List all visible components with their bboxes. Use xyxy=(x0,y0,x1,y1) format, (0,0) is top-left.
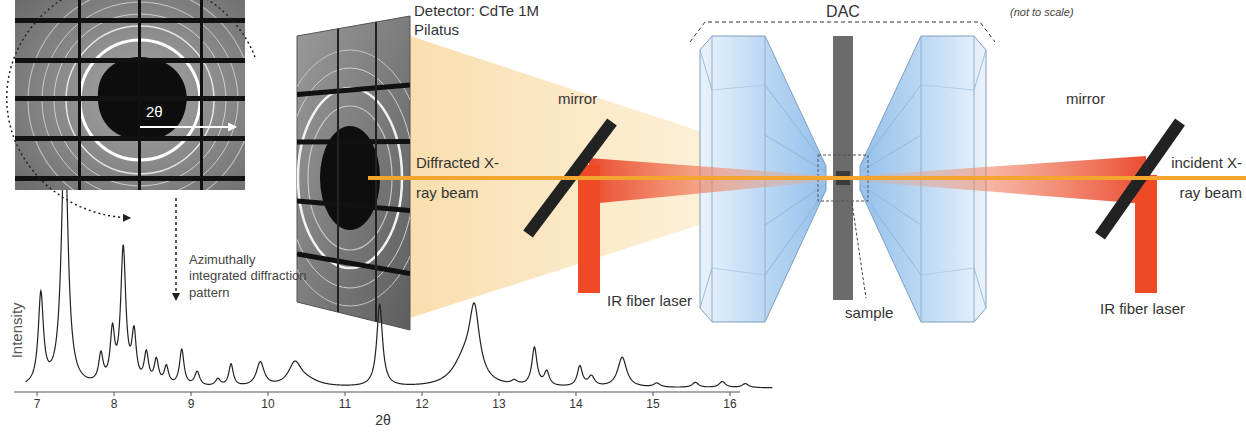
detector-panel xyxy=(297,85,410,95)
xray-beam xyxy=(368,176,1246,180)
tick-label: 8 xyxy=(94,397,134,412)
laser-fiber xyxy=(578,165,600,293)
scale-note: (not to scale) xyxy=(1010,6,1130,20)
detector-label: Detector: CdTe 1M Pilatus xyxy=(414,2,554,40)
axis-title: Intensity xyxy=(8,280,27,380)
mirror-label: mirror xyxy=(1066,90,1136,109)
detector-panel xyxy=(337,20,339,330)
laser-label: IR fiber laser xyxy=(607,292,737,311)
laser-label: IR fiber laser xyxy=(1100,300,1230,319)
detector-image xyxy=(15,18,245,23)
detector-image xyxy=(15,96,245,101)
detector-panel xyxy=(297,201,410,211)
axis-title: 2θ xyxy=(363,412,403,430)
detector-panel xyxy=(375,20,377,330)
detector-image xyxy=(15,0,252,212)
axis-tick xyxy=(499,392,500,396)
mirror-label: mirror xyxy=(558,90,628,109)
detector-panel xyxy=(297,254,410,274)
sample-label: sample xyxy=(845,304,915,323)
detector-panel xyxy=(274,20,426,330)
tick-label: 10 xyxy=(248,397,288,412)
detector-image xyxy=(28,0,245,190)
detector-image xyxy=(200,0,203,190)
detector-image xyxy=(15,136,245,141)
tick-label: 11 xyxy=(325,397,365,412)
dac-label: DAC xyxy=(803,2,883,22)
tick-label: 12 xyxy=(402,397,442,412)
beam-label: Diffracted X-ray beam xyxy=(416,148,516,208)
axis-tick xyxy=(576,392,577,396)
angle-label: 2θ xyxy=(146,103,186,122)
integration-note: Azimuthally integrated diffraction patte… xyxy=(189,252,314,301)
tick-label: 16 xyxy=(710,397,750,412)
leader-line xyxy=(852,203,866,298)
axis-tick xyxy=(268,392,269,396)
tick-label: 14 xyxy=(556,397,596,412)
axis-tick xyxy=(730,392,731,396)
detector-image xyxy=(78,0,81,190)
tick-label: 7 xyxy=(17,397,57,412)
detector-image xyxy=(138,0,141,190)
azimuth-arrow xyxy=(7,0,255,218)
axis-tick xyxy=(653,392,654,396)
axis-tick xyxy=(114,392,115,396)
tick-label: 15 xyxy=(633,397,673,412)
detector-image xyxy=(15,0,245,190)
detector-image xyxy=(15,0,245,190)
axis-tick xyxy=(37,392,38,396)
x-axis xyxy=(14,392,740,393)
axis-tick xyxy=(345,392,346,396)
detector-image xyxy=(15,176,245,181)
axis-tick xyxy=(191,392,192,396)
laser-fiber xyxy=(1135,175,1157,293)
angle-arrow xyxy=(140,126,236,128)
detector-panel xyxy=(297,139,410,145)
beam-label: incident X-ray beam xyxy=(1158,148,1242,208)
integration-arrow xyxy=(175,198,177,300)
tick-label: 13 xyxy=(479,397,519,412)
laser-beam xyxy=(589,158,830,204)
gasket xyxy=(833,36,853,300)
detector-image xyxy=(15,58,245,63)
dac-bracket xyxy=(690,22,995,42)
axis-tick xyxy=(422,392,423,396)
tick-label: 9 xyxy=(171,397,211,412)
